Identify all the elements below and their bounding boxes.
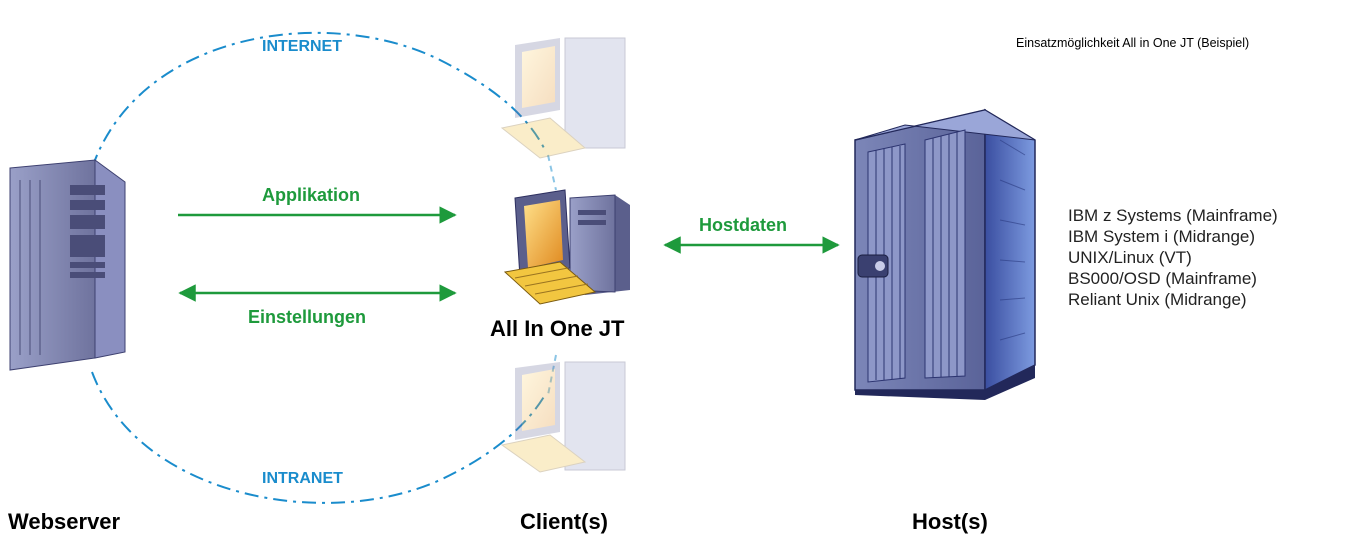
mainframe-icon (854, 108, 1036, 400)
desktop-computer-icon (500, 361, 626, 473)
host-system-item: Reliant Unix (Midrange) (1068, 290, 1247, 309)
clients-label: Client(s) (520, 509, 608, 534)
webserver-icon (9, 159, 126, 371)
client-name-label: All In One JT (490, 316, 625, 341)
diagram-caption: Einsatzmöglichkeit All in One JT (Beispi… (1016, 36, 1250, 50)
client-link-top (547, 154, 557, 191)
host-system-item: IBM z Systems (Mainframe) (1068, 206, 1278, 225)
intranet-label: INTRANET (262, 470, 343, 487)
host-systems-list: IBM z Systems (Mainframe) IBM System i (… (1068, 205, 1278, 310)
host-system-item: IBM System i (Midrange) (1068, 227, 1256, 246)
desktop-computer-icon (503, 189, 630, 305)
internet-label: INTERNET (262, 38, 342, 55)
intranet-network-arc (91, 371, 546, 504)
internet-network-arc (91, 31, 546, 169)
desktop-computer-icon (500, 37, 626, 159)
host-system-item: UNIX/Linux (VT) (1068, 248, 1192, 267)
host-system-item: BS000/OSD (Mainframe) (1068, 269, 1257, 288)
einstellungen-label: Einstellungen (248, 307, 367, 327)
hosts-label: Host(s) (912, 509, 988, 534)
webserver-label: Webserver (8, 509, 121, 534)
applikation-label: Applikation (262, 185, 360, 205)
hostdaten-label: Hostdaten (699, 215, 788, 235)
